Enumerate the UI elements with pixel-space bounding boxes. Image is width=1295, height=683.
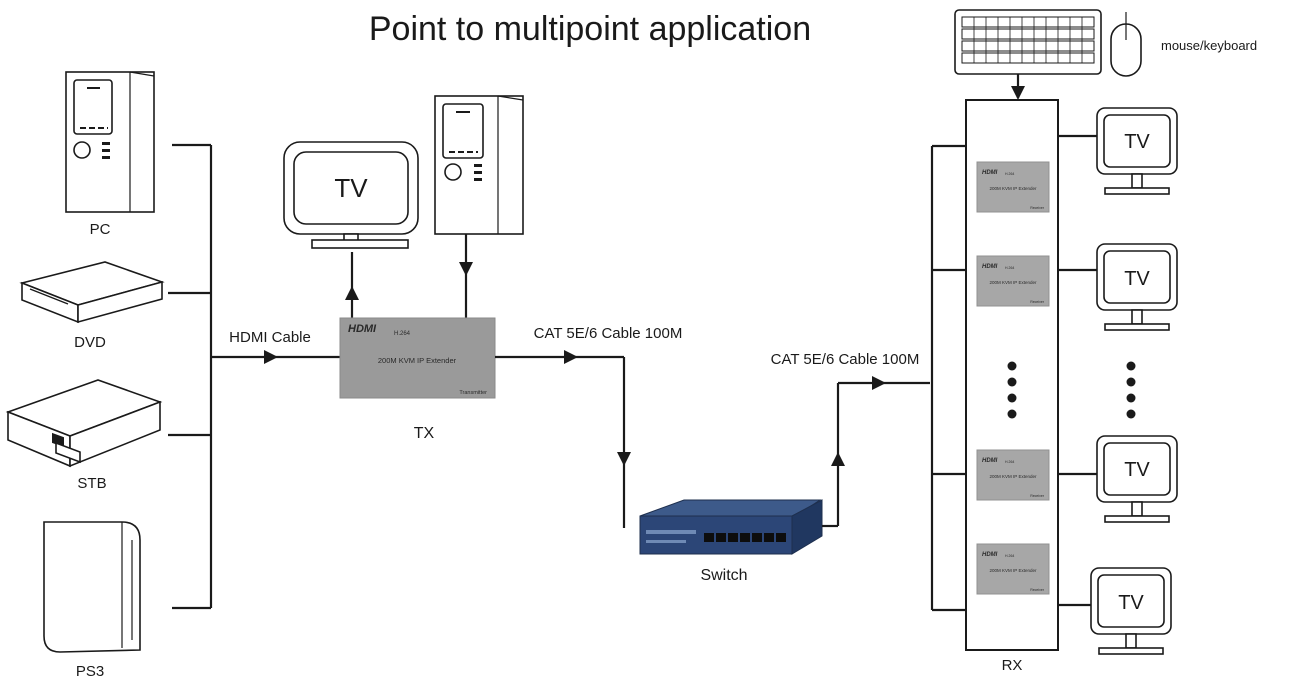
svg-text:HDMI: HDMI <box>982 170 998 176</box>
svg-text:200M KVM IP Extender: 200M KVM IP Extender <box>990 186 1037 191</box>
rx-tv-label-2: TV <box>1124 268 1150 290</box>
tx-codec: H.264 <box>394 331 411 337</box>
rx-input-bus <box>930 144 966 612</box>
network-switch-icon <box>639 499 823 555</box>
svg-text:H.264: H.264 <box>1005 266 1014 270</box>
cat-cable-label-1: CAT 5E/6 Cable 100M <box>534 325 683 342</box>
rx-output-lines <box>1058 134 1097 607</box>
svg-text:H.264: H.264 <box>1005 554 1014 558</box>
rx-unit-4: HDMI H.264 200M KVM IP Extender Receiver <box>976 543 1050 595</box>
source-bus <box>168 143 340 610</box>
svg-text:HDMI: HDMI <box>982 264 998 270</box>
svg-text:Receiver: Receiver <box>1030 206 1045 210</box>
switch-label: Switch <box>700 567 747 584</box>
mouse-keyboard-label: mouse/keyboard <box>1161 38 1257 53</box>
ps3-icon <box>43 521 141 653</box>
tx-transmitter-box: HDMI H.264 200M KVM IP Extender Transmit… <box>339 317 496 399</box>
svg-text:Receiver: Receiver <box>1030 588 1045 592</box>
mouse-icon <box>1110 12 1142 77</box>
svg-text:H.264: H.264 <box>1005 460 1014 464</box>
rx-label: RX <box>1002 657 1023 674</box>
tx-model: 200M KVM IP Extender <box>378 356 457 365</box>
tx-to-switch-cable <box>495 350 631 528</box>
rx-unit-2: HDMI H.264 200M KVM IP Extender Receiver <box>976 255 1050 307</box>
rx-unit-3: HDMI H.264 200M KVM IP Extender Receiver <box>976 449 1050 501</box>
tx-tv-label: TV <box>334 173 368 203</box>
rx-ellipsis-dots <box>1007 361 1017 419</box>
rx-tv-label-1: TV <box>1124 131 1150 153</box>
hdmi-cable-label: HDMI Cable <box>229 329 311 346</box>
tx-role: Transmitter <box>459 390 487 396</box>
rx-tv-label-3: TV <box>1124 459 1150 481</box>
cat-cable-label-2: CAT 5E/6 Cable 100M <box>771 351 920 368</box>
svg-text:200M KVM IP Extender: 200M KVM IP Extender <box>990 568 1037 573</box>
svg-text:200M KVM IP Extender: 200M KVM IP Extender <box>990 474 1037 479</box>
svg-text:Receiver: Receiver <box>1030 300 1045 304</box>
keyboard-to-rx-arrow <box>1011 74 1025 100</box>
tx-brand-logo: HDMI <box>348 323 377 335</box>
svg-text:200M KVM IP Extender: 200M KVM IP Extender <box>990 280 1037 285</box>
svg-text:HDMI: HDMI <box>982 458 998 464</box>
rx-unit-1: HDMI H.264 200M KVM IP Extender Receiver <box>976 161 1050 213</box>
tx-connections <box>345 234 473 318</box>
tx-pc-icon <box>434 95 524 235</box>
tx-label: TX <box>414 425 435 442</box>
rx-tv-label-4: TV <box>1118 592 1144 614</box>
svg-text:Receiver: Receiver <box>1030 494 1045 498</box>
dvd-label: DVD <box>74 334 106 351</box>
stb-icon <box>5 379 163 468</box>
svg-text:H.264: H.264 <box>1005 172 1014 176</box>
pc-icon <box>65 71 155 213</box>
svg-text:HDMI: HDMI <box>982 552 998 558</box>
tv-ellipsis-dots <box>1126 361 1136 419</box>
diagram-title: Point to multipoint application <box>369 10 811 48</box>
dvd-icon <box>19 261 165 324</box>
switch-to-rx-cable <box>822 376 930 528</box>
pc-label: PC <box>90 221 111 238</box>
stb-label: STB <box>77 475 106 492</box>
tx-tv-icon <box>283 141 419 249</box>
ps3-label: PS3 <box>76 663 104 680</box>
keyboard-icon <box>954 9 1102 75</box>
